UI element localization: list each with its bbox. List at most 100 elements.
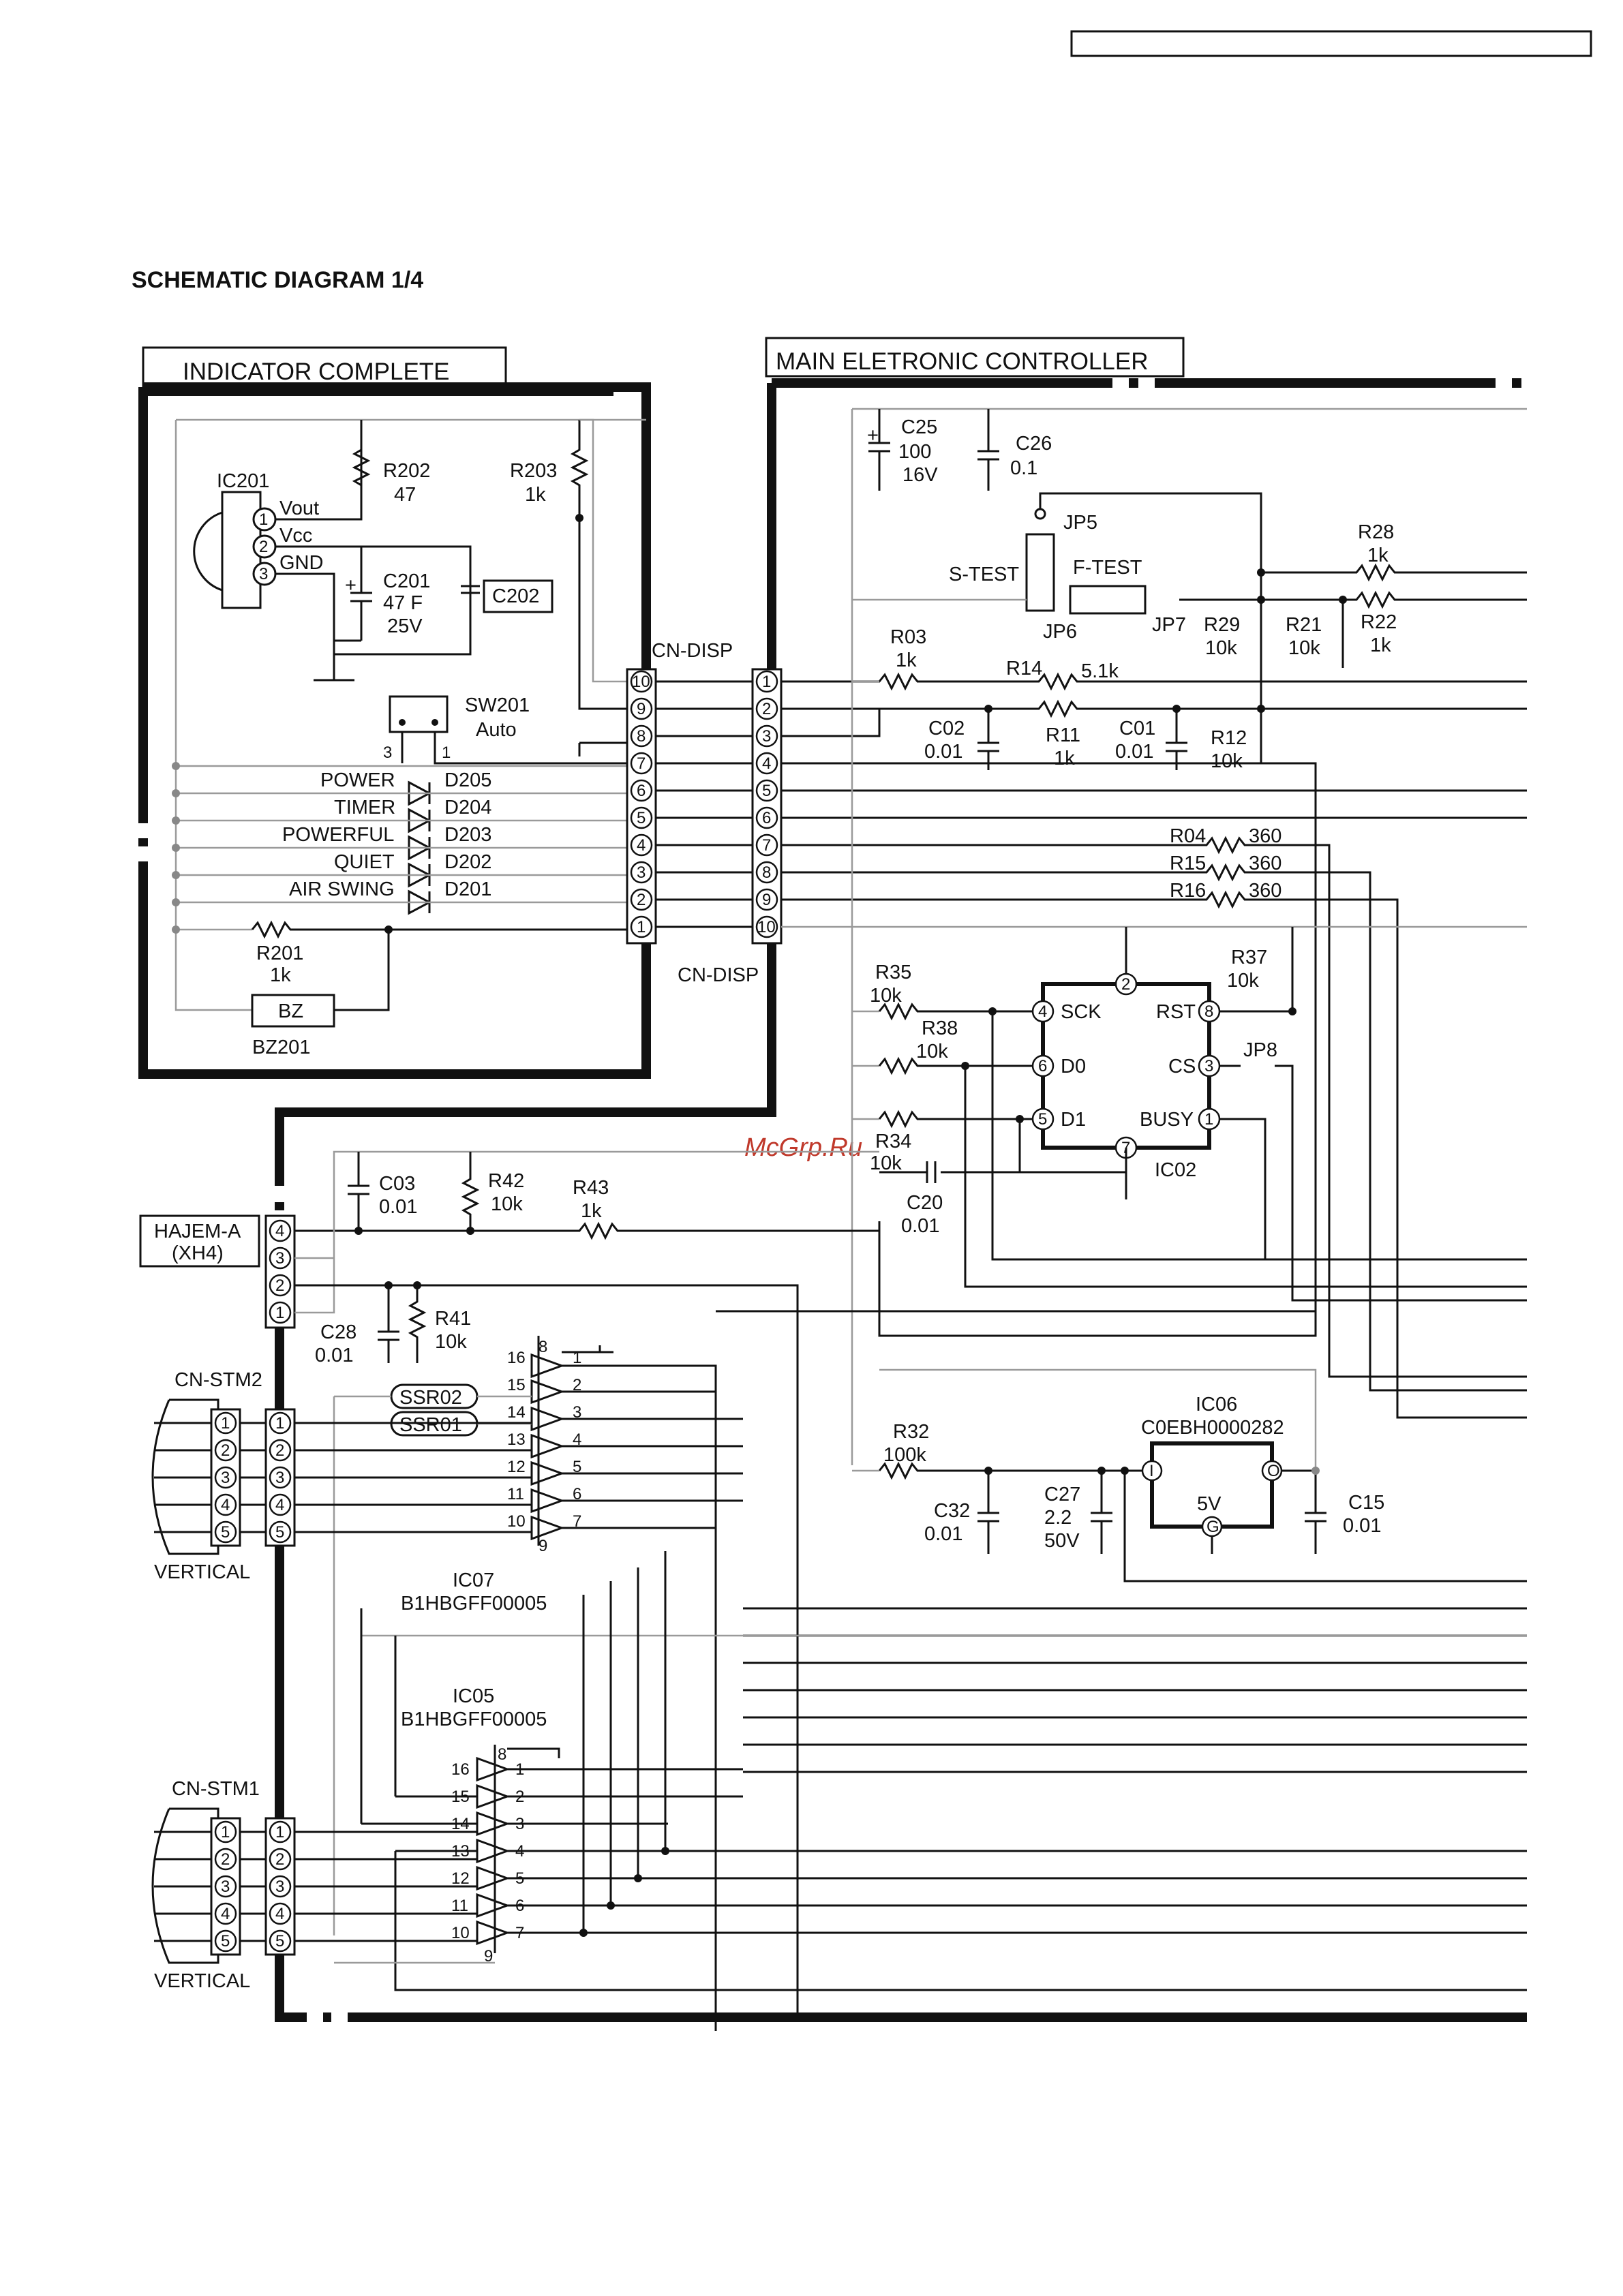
svg-text:2.2: 2.2: [1044, 1507, 1072, 1529]
svg-text:SW201: SW201: [465, 694, 530, 716]
svg-text:D203: D203: [444, 824, 491, 846]
svg-text:JP8: JP8: [1243, 1039, 1277, 1061]
svg-text:C26: C26: [1016, 433, 1052, 455]
svg-text:2: 2: [762, 700, 771, 718]
svg-text:D201: D201: [444, 878, 491, 900]
r202: R202 47: [352, 448, 430, 506]
svg-text:360: 360: [1249, 880, 1281, 902]
svg-text:16V: 16V: [902, 464, 938, 486]
svg-text:4: 4: [637, 836, 646, 855]
svg-text:C0EBH0000282: C0EBH0000282: [1141, 1417, 1284, 1439]
main-title-box: [765, 337, 1185, 378]
svg-text:R38: R38: [922, 1017, 958, 1039]
svg-text:R12: R12: [1211, 727, 1247, 749]
svg-text:360: 360: [1249, 825, 1281, 847]
svg-text:13: 13: [507, 1430, 526, 1449]
svg-text:4: 4: [275, 1222, 284, 1240]
svg-text:B1HBGFF00005: B1HBGFF00005: [401, 1593, 547, 1614]
svg-text:C27: C27: [1044, 1484, 1080, 1505]
ssr-labels: SSR02 SSR01: [390, 1383, 479, 1437]
svg-text:5: 5: [275, 1523, 284, 1542]
svg-text:C28: C28: [320, 1321, 357, 1343]
hajem-a-connector: HAJEM-A (XH4) 4 3 2 1: [139, 1214, 296, 1329]
led-quiet: QUIET D202: [334, 851, 491, 888]
cn-disp-main: 1 2 3 4 5 6 7 8 9 10 CN-DISP: [678, 668, 783, 986]
svg-text:R28: R28: [1358, 521, 1394, 543]
svg-text:12: 12: [507, 1458, 526, 1476]
svg-text:10k: 10k: [491, 1193, 523, 1215]
svg-text:D202: D202: [444, 851, 491, 873]
svg-text:JP7: JP7: [1152, 614, 1186, 636]
svg-text:16: 16: [507, 1349, 526, 1367]
svg-text:2: 2: [259, 538, 268, 556]
led-air-swing: AIR SWING D201: [289, 878, 491, 915]
svg-text:1: 1: [275, 1414, 284, 1433]
svg-text:1: 1: [442, 744, 451, 762]
svg-text:R41: R41: [435, 1308, 471, 1330]
svg-text:2: 2: [221, 1441, 230, 1460]
svg-text:0.01: 0.01: [924, 741, 962, 763]
svg-text:C03: C03: [379, 1173, 415, 1195]
svg-text:47 F: 47 F: [383, 592, 423, 614]
svg-text:D205: D205: [444, 769, 491, 791]
cn-stm1: CN-STM1 1 2 3 4 5 1 2 3 4 5 VERTICAL: [151, 1778, 296, 1992]
svg-text:5.1k: 5.1k: [1081, 660, 1119, 682]
svg-text:1k: 1k: [1370, 634, 1391, 656]
c201: + C201 47 F 25V: [334, 570, 430, 642]
svg-text:1k: 1k: [1367, 545, 1389, 566]
svg-text:9: 9: [539, 1537, 547, 1555]
svg-text:G: G: [1207, 1518, 1219, 1536]
svg-text:R202: R202: [383, 460, 430, 482]
svg-text:14: 14: [507, 1403, 526, 1422]
svg-text:Auto: Auto: [476, 719, 517, 741]
svg-text:10: 10: [507, 1512, 526, 1531]
led-array: POWER D205 TIMER D204 POWERFUL D203 QUIE…: [172, 762, 627, 915]
svg-text:10k: 10k: [1211, 750, 1243, 772]
svg-text:R32: R32: [893, 1421, 929, 1443]
svg-text:1: 1: [221, 1414, 230, 1433]
svg-text:5: 5: [762, 782, 771, 800]
svg-text:R37: R37: [1231, 947, 1267, 968]
svg-text:0.01: 0.01: [315, 1345, 353, 1366]
svg-text:O: O: [1267, 1462, 1280, 1480]
svg-text:10k: 10k: [435, 1331, 467, 1353]
svg-text:R14: R14: [1006, 658, 1042, 679]
cn-disp-indicator: CN-DISP 10 9 8 7 6 5 4 3 2 1: [626, 640, 733, 945]
svg-text:9: 9: [762, 891, 771, 909]
svg-text:50V: 50V: [1044, 1530, 1080, 1552]
svg-text:6: 6: [1038, 1057, 1047, 1075]
svg-text:25V: 25V: [387, 615, 423, 637]
svg-text:BZ201: BZ201: [252, 1037, 310, 1058]
svg-text:2: 2: [1121, 975, 1130, 994]
svg-text:3: 3: [275, 1469, 284, 1487]
svg-text:POWER: POWER: [320, 769, 395, 791]
svg-text:10k: 10k: [1288, 637, 1320, 659]
svg-text:JP5: JP5: [1063, 512, 1097, 534]
svg-text:GND: GND: [279, 552, 323, 574]
r201: R201 1k: [172, 920, 627, 1011]
svg-text:R201: R201: [256, 943, 303, 964]
svg-text:(XH4): (XH4): [172, 1242, 224, 1264]
svg-text:R21: R21: [1286, 614, 1322, 636]
svg-text:IC07: IC07: [453, 1570, 494, 1591]
svg-text:0.01: 0.01: [901, 1215, 939, 1237]
ic07: IC07 B1HBGFF00005 16 15 14 13 12 11 10 8…: [401, 1336, 581, 1614]
svg-text:10k: 10k: [1227, 970, 1259, 992]
svg-text:3: 3: [275, 1249, 284, 1268]
svg-text:4: 4: [573, 1430, 581, 1449]
svg-text:D204: D204: [444, 797, 491, 818]
svg-text:9: 9: [484, 1947, 493, 1965]
svg-text:R42: R42: [488, 1170, 524, 1192]
svg-text:11: 11: [451, 1897, 468, 1915]
svg-text:R16: R16: [1170, 880, 1206, 902]
indicator-title: INDICATOR COMPLETE: [183, 358, 450, 385]
svg-text:5: 5: [1038, 1110, 1047, 1129]
buzzer-bz201: BZ BZ201: [251, 994, 335, 1058]
svg-text:12: 12: [451, 1869, 470, 1888]
svg-text:10k: 10k: [870, 1152, 902, 1174]
svg-text:10k: 10k: [1205, 637, 1237, 659]
svg-text:CN-DISP: CN-DISP: [678, 964, 759, 986]
svg-text:4: 4: [221, 1905, 230, 1923]
svg-text:3: 3: [637, 863, 646, 882]
